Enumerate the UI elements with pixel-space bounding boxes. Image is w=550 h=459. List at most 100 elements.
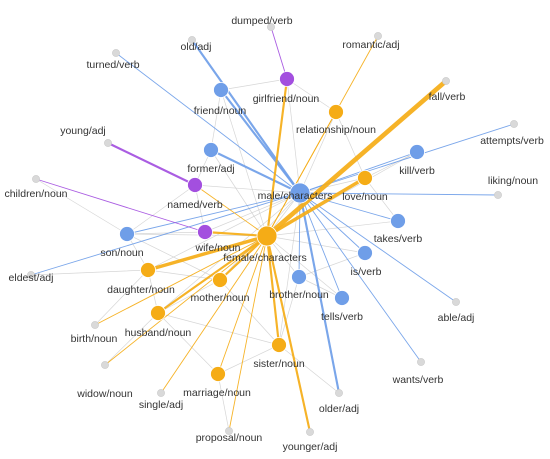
node-older (335, 389, 343, 397)
label-liking: liking/noun (488, 175, 538, 187)
edge-female-relationship (266, 111, 337, 237)
edge-love-kill (364, 151, 418, 179)
edge-female-takes (266, 220, 399, 237)
edge-female-is (266, 235, 366, 254)
edge-female-younger (265, 234, 312, 434)
label-layer: male/characters female/characters dumped/v… (4, 15, 543, 453)
label-is: is/verb (351, 266, 382, 278)
edge-named-young (106, 141, 197, 187)
edge-male-kill (299, 151, 418, 194)
edge-husband-widow (104, 312, 159, 366)
edge-son-wife (126, 231, 206, 235)
label-turned: turned/verb (86, 59, 139, 71)
node-birth (91, 321, 99, 329)
label-attempts: attempts/verb (480, 135, 544, 147)
label-relationship: relationship/noun (296, 124, 376, 136)
node-sister (271, 337, 287, 353)
label-able: able/adj (438, 312, 475, 324)
edge-female-son (126, 233, 268, 237)
edge-male-relationship (299, 111, 337, 194)
label-dumped: dumped/verb (231, 15, 292, 27)
label-male: male/characters (258, 190, 333, 202)
label-love: love/noun (342, 191, 388, 203)
label-sister: sister/noun (253, 358, 305, 370)
node-brother (291, 269, 307, 285)
node-wife (197, 224, 213, 240)
edge-husband-marriage (157, 312, 219, 375)
edge-female-sister (265, 234, 281, 347)
node-younger (306, 428, 314, 436)
label-children: children/noun (4, 188, 67, 200)
edge-mother-husband (157, 279, 221, 314)
label-girlfriend: girlfriend/noun (253, 93, 320, 105)
edge-marriage-sister (217, 344, 280, 375)
edge-male-wants (299, 192, 422, 363)
edge-girlfriend-dumped (270, 26, 288, 80)
label-single: single/adj (139, 399, 183, 411)
edge-wife-children (35, 178, 206, 233)
node-turned (112, 49, 120, 57)
edge-sister-brother (278, 276, 300, 346)
label-friend: friend/noun (194, 105, 247, 117)
node-layer (27, 23, 518, 436)
node-able (452, 298, 460, 306)
label-old: old/adj (181, 41, 212, 53)
node-male (289, 182, 311, 204)
node-female (256, 225, 278, 247)
label-kill: kill/verb (399, 165, 435, 177)
label-former: former/adj (187, 163, 234, 175)
node-love (357, 170, 373, 186)
edge-friend-girlfriend (220, 78, 288, 91)
edge-female-daughter (146, 234, 269, 272)
edge-girlfriend-relationship (286, 78, 337, 113)
edge-male-eldest (30, 192, 301, 276)
node-attempts (510, 120, 518, 128)
label-young: young/adj (60, 125, 106, 137)
node-liking (494, 191, 502, 199)
label-widow: widow/noun (76, 388, 133, 400)
node-friend (213, 82, 229, 98)
node-young (104, 139, 112, 147)
edge-female-girlfriend (265, 77, 289, 238)
label-brother: brother/noun (269, 289, 329, 301)
label-fall: fall/verb (429, 91, 466, 103)
node-eldest (27, 271, 35, 279)
edge-male-old (190, 38, 302, 195)
label-daughter: daughter/noun (107, 284, 175, 296)
node-relationship (328, 104, 344, 120)
node-fall (442, 77, 450, 85)
edge-wife-named (194, 184, 206, 233)
edge-female-love (265, 176, 367, 238)
label-eldest: eldest/adj (9, 272, 54, 284)
node-proposal (225, 427, 233, 435)
edge-male-tells (299, 192, 343, 299)
label-husband: husband/noun (125, 327, 192, 339)
edge-female-named (194, 184, 268, 237)
edge-male-love (299, 177, 366, 194)
edge-male-older (298, 191, 341, 395)
edge-male-is (299, 192, 366, 254)
edge-male-turned (115, 52, 301, 194)
edge-eldest-daughter (30, 269, 149, 276)
edge-layer (30, 26, 515, 434)
node-old (188, 36, 196, 44)
edge-female-marriage (217, 235, 268, 375)
node-dumped (267, 23, 275, 31)
node-romantic (374, 32, 382, 40)
node-former (203, 142, 219, 158)
edge-brother-is (298, 252, 366, 278)
edge-birth-daughter (94, 269, 149, 326)
edge-female-former (210, 149, 268, 237)
edge-female-proposal (228, 235, 268, 432)
node-widow (101, 361, 109, 369)
edge-female-friend (220, 89, 268, 237)
edge-female-tells (266, 235, 343, 299)
label-romantic: romantic/adj (342, 39, 399, 51)
node-is (357, 245, 373, 261)
edge-male-husband (157, 192, 301, 314)
edge-male-liking (299, 192, 499, 196)
label-female: female/characters (223, 252, 306, 264)
label-birth: birth/noun (71, 333, 118, 345)
label-named: named/verb (167, 199, 223, 211)
